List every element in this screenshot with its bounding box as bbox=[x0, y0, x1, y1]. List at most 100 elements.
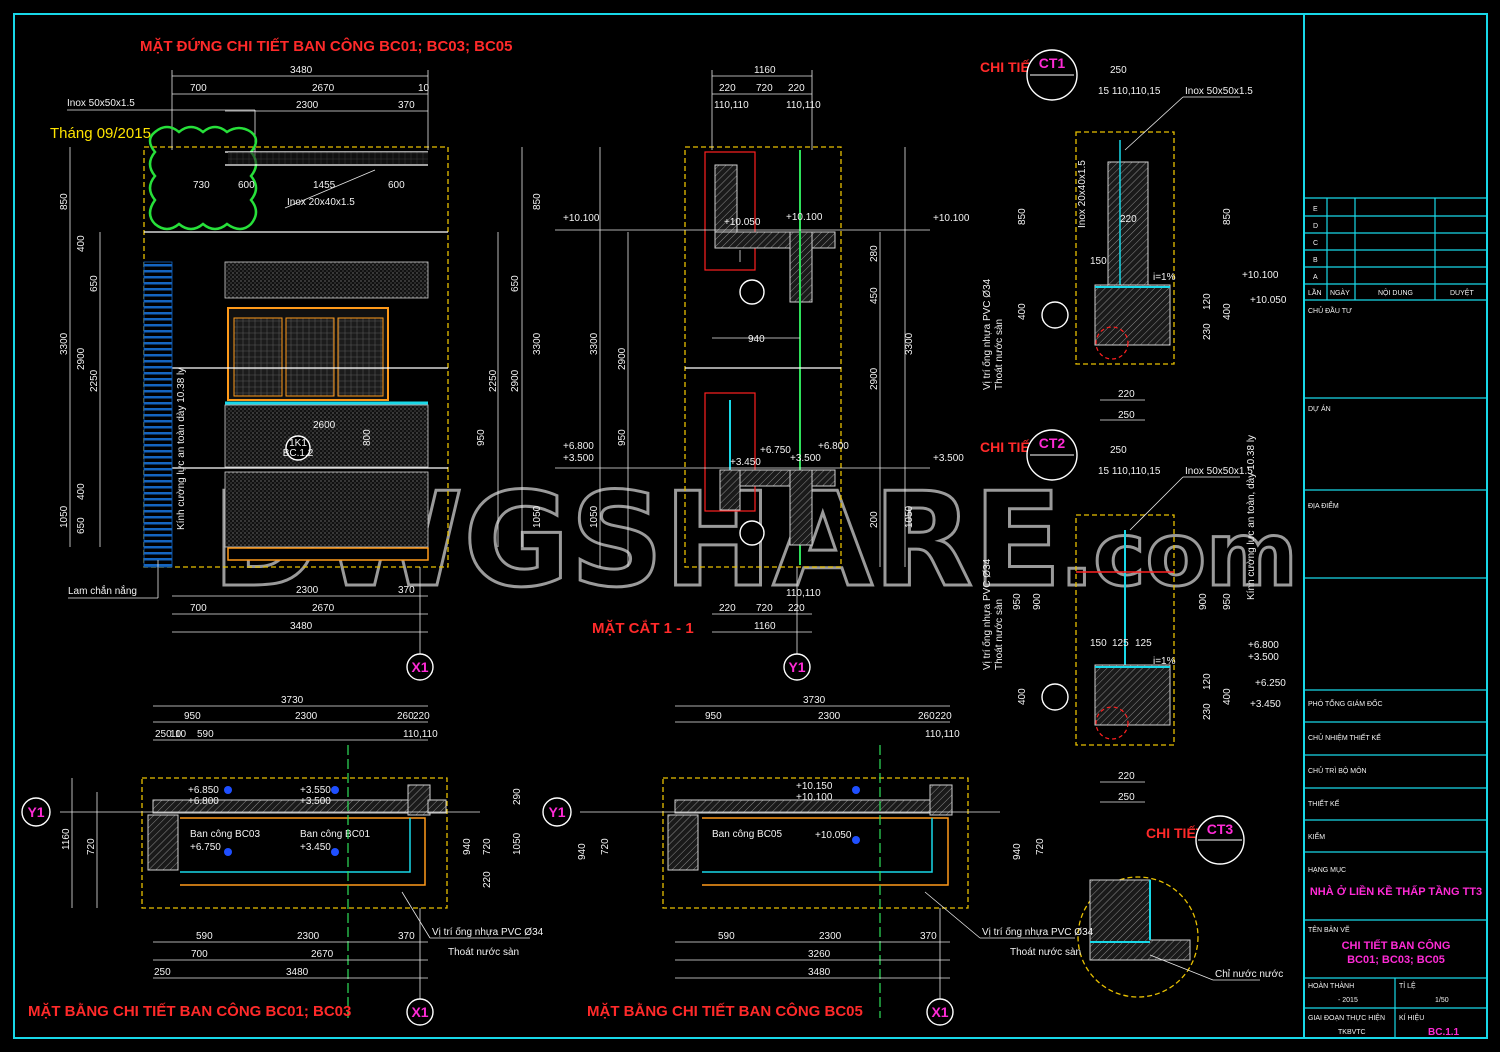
ct1-h230: 230 bbox=[1202, 323, 1213, 340]
tb-scale-label: TỈ LỆ bbox=[1399, 981, 1416, 990]
tb-owner: CHỦ ĐẦU TƯ bbox=[1308, 305, 1352, 315]
ct1-h150: 150 bbox=[1090, 256, 1107, 267]
ct2-label: CHI TIẾT bbox=[980, 439, 1039, 455]
ct1-h400-r: 400 bbox=[1222, 303, 1233, 320]
p1-lvl-3500: +3.500 bbox=[300, 796, 331, 807]
p1-right-290: 290 bbox=[512, 788, 523, 805]
ct1-h850-r: 850 bbox=[1222, 208, 1233, 225]
sec-lvl-left-3500: +3.500 bbox=[563, 453, 594, 464]
p1-left-1160: 1160 bbox=[61, 828, 72, 850]
sec-dim-3300: 3300 bbox=[589, 332, 600, 355]
ct1-drain: Thoát nước sàn bbox=[994, 319, 1005, 390]
rev-hdr-lan: LẦN bbox=[1308, 287, 1322, 297]
tb-category-label: HẠNG MỤC bbox=[1308, 867, 1346, 874]
sec-dim-220a: 220 bbox=[719, 83, 736, 94]
rev-row-c: C bbox=[1313, 240, 1318, 247]
p5-left-940: 940 bbox=[577, 843, 588, 860]
grid-bubble-x1 bbox=[406, 653, 434, 681]
ct2-code: CT2 bbox=[1039, 435, 1066, 451]
tb-category: NHÀ Ở LIỀN KỀ THẤP TẦNG TT3 bbox=[1310, 885, 1482, 898]
p1-bot-2670: 2670 bbox=[311, 949, 334, 960]
p1-2300: 2300 bbox=[295, 711, 318, 722]
dim-2600: 2600 bbox=[313, 420, 336, 431]
tb-phase: TKBVTC bbox=[1338, 1029, 1366, 1036]
rev-hdr-noidung: NỘI DUNG bbox=[1378, 288, 1413, 297]
ct2-lvl-3500: +3.500 bbox=[1248, 652, 1279, 663]
p5-pipe: Vị trí ống nhựa PVC Ø34 bbox=[982, 926, 1094, 938]
ct1-lvl-10100: +10.100 bbox=[1242, 270, 1279, 281]
tb-drawing-line1: CHI TIẾT BAN CÔNG bbox=[1342, 939, 1451, 952]
sec-dim-1160: 1160 bbox=[754, 65, 776, 76]
tb-deputy: PHÓ TỔNG GIÁM ĐỐC bbox=[1308, 698, 1383, 708]
section-title: MẶT CẮT 1 - 1 bbox=[592, 619, 694, 637]
callout-1k1: 1K1 bbox=[289, 438, 307, 449]
section-drawing: 1160 220 720 220 110,110 110,110 +10.050… bbox=[555, 65, 970, 681]
p1-950: 950 bbox=[184, 711, 201, 722]
sheet-border bbox=[13, 13, 1488, 1039]
plan-bc05: 3730 950 2300 260 220 110,110 +10.150 +1… bbox=[542, 695, 1094, 1026]
ct1-inox: Inox 50x50x1.5 bbox=[1185, 86, 1253, 97]
ct2-lvl-3450: +3.450 bbox=[1250, 699, 1281, 710]
dim-600a: 600 bbox=[238, 180, 255, 191]
sec-dim-940: 940 bbox=[748, 334, 765, 345]
ct1-bot-250: 250 bbox=[1118, 410, 1135, 421]
p1-grid-y1 bbox=[21, 797, 51, 827]
ct1-h120: 120 bbox=[1202, 293, 1213, 310]
p5-lvl-10050: +10.050 bbox=[815, 830, 852, 841]
ct2-h900: 900 bbox=[1032, 593, 1043, 610]
ct2-slope: i=1% bbox=[1153, 656, 1176, 667]
dim-bot-3480: 3480 bbox=[290, 621, 313, 632]
p5-grid-y1-label: Y1 bbox=[548, 804, 565, 820]
sec-dim-1050: 1050 bbox=[589, 505, 600, 528]
tb-discipline-lead: CHỦ TRÌ BỘ MÔN bbox=[1308, 766, 1367, 775]
p5-bot-2300: 2300 bbox=[819, 931, 842, 942]
sec-dim-110b: 110,110 bbox=[786, 100, 821, 111]
ct1-label: CHI TIẾT bbox=[980, 59, 1039, 75]
ct2-lvl-6800: +6.800 bbox=[1248, 640, 1279, 651]
ct2-w150: 150 bbox=[1090, 638, 1107, 649]
ct2-drain: Thoát nước sàn bbox=[994, 599, 1005, 670]
ct1-h850: 850 bbox=[1017, 208, 1028, 225]
sec-bot-1160: 1160 bbox=[754, 621, 776, 632]
sec-lvl-10050: +10.050 bbox=[724, 217, 761, 228]
sec-dim-right-280: 280 bbox=[869, 245, 880, 262]
ct1-bot-220: 220 bbox=[1118, 389, 1135, 400]
ct1-w110: 15 110,110,15 bbox=[1098, 86, 1161, 97]
sec-lvl-left-10100: +10.100 bbox=[563, 213, 600, 224]
sec-lvl-right-10100: +10.100 bbox=[933, 213, 970, 224]
ct3-code: CT3 bbox=[1207, 821, 1234, 837]
dim-left-650b: 650 bbox=[76, 517, 87, 534]
ct2-h400: 400 bbox=[1017, 688, 1028, 705]
ct2-h950-r: 950 bbox=[1222, 593, 1233, 610]
sec-dim-720: 720 bbox=[756, 83, 773, 94]
tb-date: - 2015 bbox=[1338, 997, 1358, 1004]
ct1-lvl-10050: +10.050 bbox=[1250, 295, 1287, 306]
p1-lvl-3450: +3.450 bbox=[300, 842, 331, 853]
elevation-outline bbox=[143, 146, 449, 568]
p5-lvl-10150: +10.150 bbox=[796, 781, 833, 792]
dim-600b: 600 bbox=[388, 180, 405, 191]
ct2-h900-r: 900 bbox=[1198, 593, 1209, 610]
p5-total: 3730 bbox=[803, 695, 826, 706]
p1-bot-2300: 2300 bbox=[297, 931, 320, 942]
dim-730: 730 bbox=[193, 180, 210, 191]
p1-220: 220 bbox=[413, 711, 430, 722]
dim-left-400b: 400 bbox=[76, 483, 87, 500]
p1-drain: Thoát nước sàn bbox=[448, 947, 519, 958]
detail-ct1: CHI TIẾT CT1 250 15 110,110,15 Inox 50x5… bbox=[980, 49, 1287, 421]
p5-bot-3480: 3480 bbox=[808, 967, 831, 978]
dim-left-2900: 2900 bbox=[76, 347, 87, 370]
p1-pipe: Vị trí ống nhựa PVC Ø34 bbox=[432, 926, 544, 938]
ct2-h120: 120 bbox=[1202, 673, 1213, 690]
dim-800: 800 bbox=[362, 429, 373, 446]
p1-grid-x1-label: X1 bbox=[411, 1004, 428, 1020]
tb-sheet-label: KÍ HIỆU bbox=[1399, 1013, 1424, 1022]
note-louver: Lam chắn nắng bbox=[68, 584, 137, 597]
glass-panel bbox=[224, 404, 429, 468]
rev-row-e: E bbox=[1313, 206, 1318, 213]
dim-bot-700: 700 bbox=[190, 603, 207, 614]
dim-2670: 2670 bbox=[312, 83, 335, 94]
ct3-label: CHI TIẾT bbox=[1146, 825, 1205, 841]
dim-2300: 2300 bbox=[296, 100, 319, 111]
tb-drawing-line2: BC01; BC03; BC05 bbox=[1347, 954, 1445, 966]
